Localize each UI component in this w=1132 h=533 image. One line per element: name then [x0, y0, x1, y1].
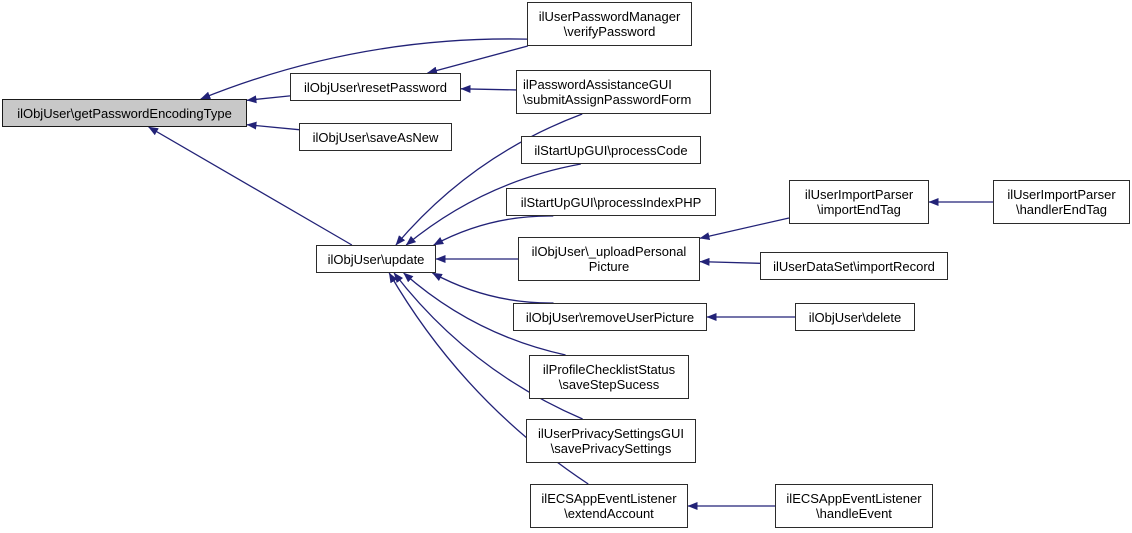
graph-edge-resetPassword-to-root [246, 95, 291, 104]
graph-node-label: ilUserImportParser \importEndTag [804, 187, 914, 217]
graph-node-handlerEndTag[interactable]: ilUserImportParser \handlerEndTag [993, 180, 1130, 224]
graph-node-label: ilObjUser\saveAsNew [312, 129, 439, 145]
graph-node-extendAccount[interactable]: ilECSAppEventListener \extendAccount [530, 484, 688, 528]
graph-node-update[interactable]: ilObjUser\update [316, 245, 436, 273]
graph-node-uploadPersonal[interactable]: ilObjUser\_uploadPersonal Picture [518, 237, 700, 281]
graph-node-label: ilUserPrivacySettingsGUI \savePrivacySet… [538, 426, 684, 456]
graph-edge-submitAssign-to-resetPassword [460, 84, 517, 93]
graph-node-label: ilObjUser\removeUserPicture [525, 309, 695, 325]
graph-edge-importRecord-to-uploadPersonal [699, 257, 761, 266]
graph-node-label: ilECSAppEventListener \handleEvent [786, 491, 922, 521]
graph-edge-verifyPassword-to-resetPassword [427, 45, 528, 75]
graph-node-submitAssign[interactable]: ilPasswordAssistanceGUI \submitAssignPas… [516, 70, 711, 114]
graph-node-label: ilObjUser\_uploadPersonal Picture [531, 244, 687, 274]
graph-node-label: ilObjUser\update [327, 251, 425, 267]
graph-node-label: ilPasswordAssistanceGUI \submitAssignPas… [523, 77, 692, 107]
graph-node-label: ilObjUser\getPasswordEncodingType [17, 105, 232, 121]
graph-node-label: ilUserImportParser \handlerEndTag [1007, 187, 1116, 217]
graph-node-label: ilStartUpGUI\processCode [534, 142, 688, 158]
graph-node-resetPassword[interactable]: ilObjUser\resetPassword [290, 73, 461, 101]
graph-node-label: ilStartUpGUI\processIndexPHP [520, 194, 702, 210]
graph-edge-saveAsNew-to-root [246, 121, 300, 131]
graph-node-label: ilUserDataSet\importRecord [773, 258, 935, 274]
graph-node-label: ilObjUser\delete [808, 309, 902, 325]
graph-node-processIndexPHP[interactable]: ilStartUpGUI\processIndexPHP [506, 188, 716, 216]
graph-node-saveStepSucess[interactable]: ilProfileChecklistStatus \saveStepSucess [529, 355, 689, 399]
graph-node-label: ilECSAppEventListener \extendAccount [541, 491, 677, 521]
graph-node-label: ilObjUser\resetPassword [303, 79, 448, 95]
graph-node-savePrivacy[interactable]: ilUserPrivacySettingsGUI \savePrivacySet… [526, 419, 696, 463]
graph-node-importEndTag[interactable]: ilUserImportParser \importEndTag [789, 180, 929, 224]
graph-node-delete[interactable]: ilObjUser\delete [795, 303, 915, 331]
graph-node-label: ilProfileChecklistStatus \saveStepSucess [542, 362, 676, 392]
graph-node-handleEvent[interactable]: ilECSAppEventListener \handleEvent [775, 484, 933, 528]
graph-edge-importEndTag-to-uploadPersonal [699, 217, 790, 241]
graph-node-removeUserPic[interactable]: ilObjUser\removeUserPicture [513, 303, 707, 331]
graph-node-processCode[interactable]: ilStartUpGUI\processCode [521, 136, 701, 164]
graph-node-label: ilUserPasswordManager \verifyPassword [538, 9, 681, 39]
graph-node-verifyPassword[interactable]: ilUserPasswordManager \verifyPassword [527, 2, 692, 46]
graph-node-importRecord[interactable]: ilUserDataSet\importRecord [760, 252, 948, 280]
graph-node-root[interactable]: ilObjUser\getPasswordEncodingType [2, 99, 247, 127]
graph-node-saveAsNew[interactable]: ilObjUser\saveAsNew [299, 123, 452, 151]
